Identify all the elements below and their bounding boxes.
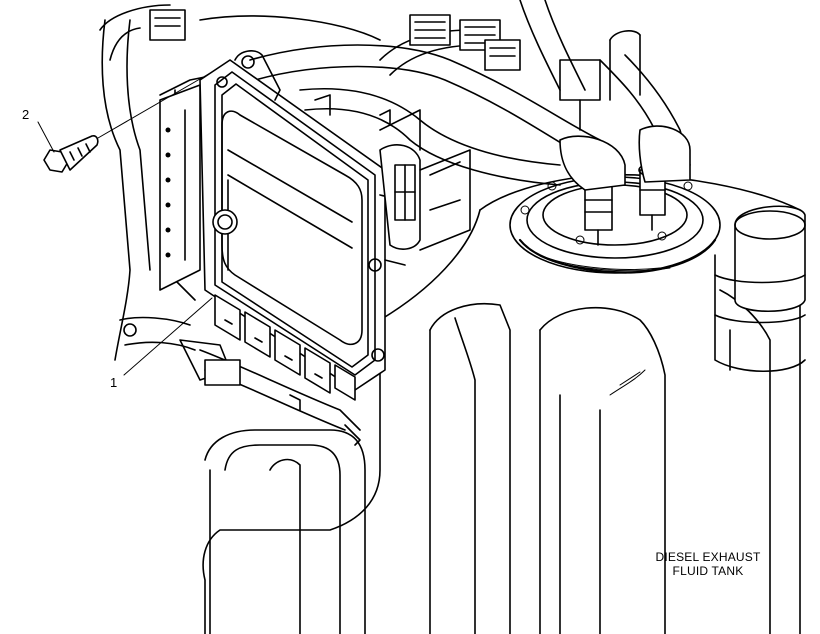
leader-lines [37,71,213,376]
ecm-bracket [234,50,471,251]
leader-line-2 [37,121,55,153]
tank-label: DIESEL EXHAUST FLUID TANK [648,550,768,578]
callout-1: 1 [110,375,118,390]
ecm-module [199,59,416,391]
leader-line-2b [97,71,213,139]
bolt [43,135,99,173]
ecm-connectors [199,294,361,446]
tank-label-line1: DIESEL EXHAUST [655,550,761,564]
callout-2: 2 [22,107,30,122]
def-tank [202,173,801,634]
leader-line-1 [123,297,213,376]
pump-flange [509,176,721,274]
tank-label-line2: FLUID TANK [672,564,744,578]
filler-cap [714,205,806,372]
mounting-frame [101,19,231,381]
wiring-connectors [99,4,601,131]
tank-lower-lobe [204,429,366,634]
